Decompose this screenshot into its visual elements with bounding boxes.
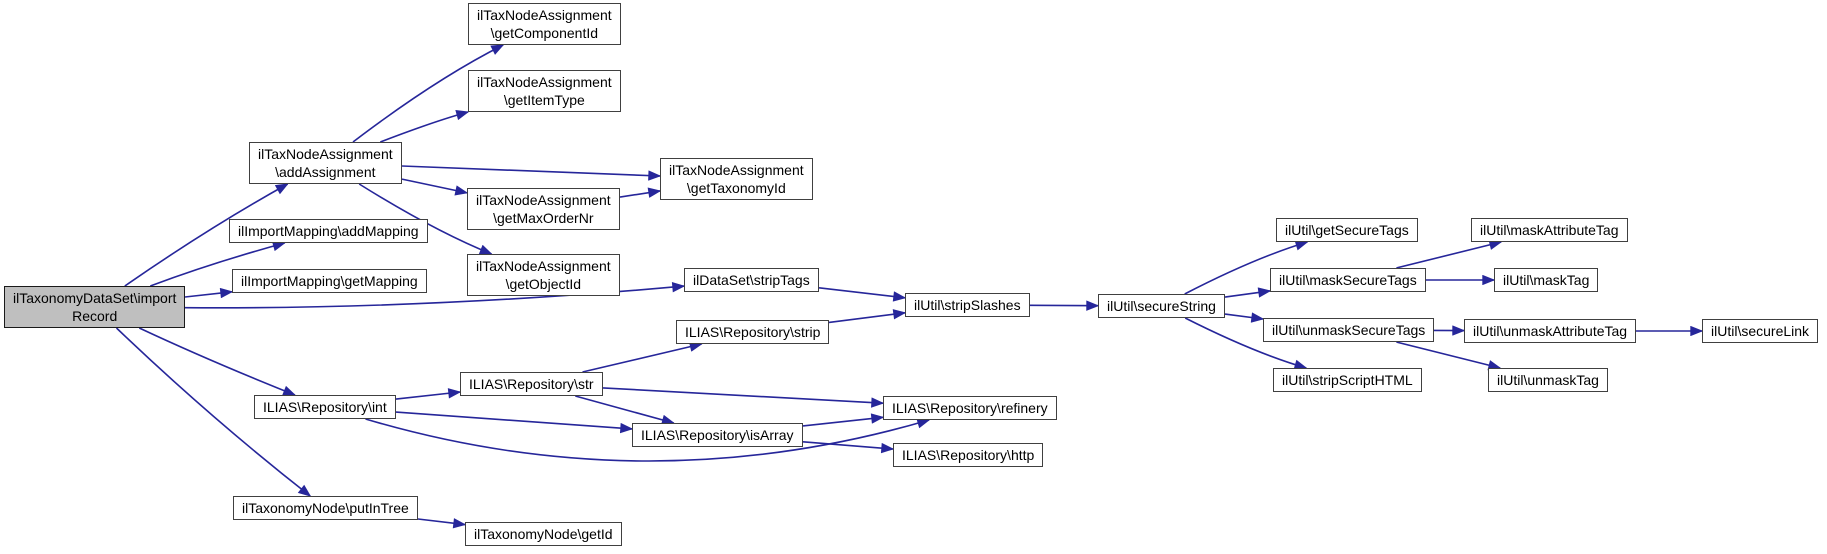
- node-putInTree[interactable]: ilTaxonomyNode\putInTree: [233, 496, 418, 520]
- node-maskTag[interactable]: ilUtil\maskTag: [1494, 268, 1599, 292]
- node-label: ilUtil\stripScriptHTML: [1282, 372, 1413, 388]
- edge-importRecord-int: [138, 327, 297, 396]
- node-label: ilUtil\secureLink: [1711, 323, 1810, 339]
- node-maskSecureTags[interactable]: ilUtil\maskSecureTags: [1270, 268, 1426, 292]
- node-label: ILIAS\Repository\isArray: [641, 427, 794, 443]
- node-label: ilTaxNodeAssignment: [669, 162, 804, 178]
- node-label: \getMaxOrderNr: [493, 210, 594, 226]
- node-label: ilUtil\maskAttributeTag: [1480, 222, 1619, 238]
- node-getTaxonomyId[interactable]: ilTaxNodeAssignment \getTaxonomyId: [660, 158, 813, 200]
- node-label: ilTaxNodeAssignment: [258, 146, 393, 162]
- node-getObjectId[interactable]: ilTaxNodeAssignment \getObjectId: [467, 254, 620, 296]
- node-unmaskAttributeTag[interactable]: ilUtil\unmaskAttributeTag: [1464, 319, 1637, 343]
- node-label: ILIAS\Repository\int: [263, 399, 387, 415]
- node-label: ilUtil\unmaskAttributeTag: [1473, 323, 1628, 339]
- node-getComponentId[interactable]: ilTaxNodeAssignment \getComponentId: [468, 3, 621, 45]
- node-label: ilTaxonomyNode\getId: [474, 526, 613, 542]
- node-getSecureTags[interactable]: ilUtil\getSecureTags: [1276, 218, 1418, 242]
- node-label: ILIAS\Repository\refinery: [892, 400, 1048, 416]
- node-label: ilUtil\stripSlashes: [914, 297, 1021, 313]
- edge-str-isArray: [575, 395, 675, 425]
- node-label: ilUtil\unmaskTag: [1497, 372, 1599, 388]
- edge-importRecord-addAssignment: [124, 183, 289, 287]
- node-label: ilTaxonomyNode\putInTree: [242, 500, 409, 516]
- edge-secureString-maskSecureTags: [1224, 287, 1272, 298]
- node-label: \getTaxonomyId: [686, 180, 786, 196]
- node-label: \getObjectId: [505, 276, 582, 292]
- edge-unmaskSecureTags-unmaskTag: [1396, 341, 1502, 371]
- node-addMapping[interactable]: ilImportMapping\addMapping: [229, 219, 428, 243]
- node-secureString[interactable]: ilUtil\secureString: [1098, 294, 1225, 318]
- edge-strip-stripSlashes: [828, 309, 907, 324]
- node-secureLink[interactable]: ilUtil\secureLink: [1702, 319, 1819, 343]
- node-label: \addAssignment: [275, 164, 376, 180]
- edge-int-isArray: [395, 411, 634, 434]
- node-label: ilUtil\getSecureTags: [1285, 222, 1409, 238]
- node-stripSlashes[interactable]: ilUtil\stripSlashes: [905, 293, 1030, 317]
- edge-importRecord-getMapping: [184, 287, 234, 299]
- node-label: ilImportMapping\addMapping: [238, 223, 419, 239]
- node-label: \getComponentId: [490, 25, 599, 41]
- node-label: ilDataSet\stripTags: [693, 272, 810, 288]
- node-int[interactable]: ILIAS\Repository\int: [254, 395, 396, 419]
- edge-addAssignment-getComponentId: [352, 44, 505, 143]
- edge-putInTree-getId: [417, 518, 467, 529]
- node-label: ilTaxNodeAssignment: [476, 258, 611, 274]
- node-addAssignment[interactable]: ilTaxNodeAssignment \addAssignment: [249, 142, 402, 184]
- node-stripScriptHTML[interactable]: ilUtil\stripScriptHTML: [1273, 368, 1422, 392]
- node-isArray[interactable]: ILIAS\Repository\isArray: [632, 423, 803, 447]
- node-stripTags[interactable]: ilDataSet\stripTags: [684, 268, 819, 292]
- node-label: ilTaxNodeAssignment: [477, 7, 612, 23]
- node-label: ILIAS\Repository\str: [469, 376, 594, 392]
- edge-stripTags-stripSlashes: [818, 287, 907, 302]
- edge-getMaxOrderNr-getTaxonomyId: [619, 187, 662, 198]
- node-strip[interactable]: ILIAS\Repository\strip: [676, 320, 830, 344]
- node-maskAttributeTag[interactable]: ilUtil\maskAttributeTag: [1471, 218, 1628, 242]
- node-label: \getItemType: [503, 92, 585, 108]
- edge-maskSecureTags-maskAttributeTag: [1396, 239, 1503, 269]
- edge-addAssignment-getMaxOrderNr: [401, 178, 469, 196]
- node-label: ilTaxNodeAssignment: [476, 192, 611, 208]
- node-label: ILIAS\Repository\strip: [685, 324, 821, 340]
- node-unmaskSecureTags[interactable]: ilUtil\unmaskSecureTags: [1263, 318, 1435, 342]
- node-label: ilTaxonomyDataSet\import: [13, 290, 177, 306]
- edge-secureString-stripScriptHTML: [1184, 317, 1308, 370]
- edge-int-str: [395, 388, 462, 400]
- node-unmaskTag[interactable]: ilUtil\unmaskTag: [1488, 368, 1608, 392]
- node-label: ilUtil\unmaskSecureTags: [1272, 322, 1426, 338]
- edge-addAssignment-getObjectId: [358, 183, 493, 255]
- node-label: ilUtil\secureString: [1107, 298, 1216, 314]
- node-label: ilUtil\maskSecureTags: [1279, 272, 1417, 288]
- node-getId[interactable]: ilTaxonomyNode\getId: [465, 522, 622, 546]
- edge-importRecord-addMapping: [150, 241, 286, 287]
- node-refinery[interactable]: ILIAS\Repository\refinery: [883, 396, 1057, 420]
- edge-addAssignment-getItemType: [380, 110, 470, 143]
- edge-secureString-unmaskSecureTags: [1224, 312, 1265, 323]
- edge-secureString-getSecureTags: [1184, 240, 1309, 295]
- edge-importRecord-putInTree: [115, 327, 312, 497]
- node-label: Record: [72, 308, 118, 324]
- edge-str-refinery: [602, 387, 885, 408]
- node-label: ilTaxNodeAssignment: [477, 74, 612, 90]
- node-str[interactable]: ILIAS\Repository\str: [460, 372, 603, 396]
- node-http[interactable]: ILIAS\Repository\http: [893, 443, 1044, 467]
- edge-isArray-refinery: [802, 413, 885, 427]
- edge-int-refinery: [365, 418, 931, 462]
- node-label: ilImportMapping\getMapping: [241, 273, 418, 289]
- node-getMaxOrderNr[interactable]: ilTaxNodeAssignment \getMaxOrderNr: [467, 188, 620, 230]
- edge-str-strip: [582, 341, 703, 373]
- node-label: ilUtil\maskTag: [1503, 272, 1590, 288]
- edge-addAssignment-getTaxonomyId: [401, 165, 662, 181]
- edge-isArray-http: [802, 441, 895, 454]
- node-getItemType[interactable]: ilTaxNodeAssignment \getItemType: [468, 70, 621, 112]
- node-label: ILIAS\Repository\http: [902, 447, 1035, 463]
- node-getMapping[interactable]: ilImportMapping\getMapping: [232, 269, 427, 293]
